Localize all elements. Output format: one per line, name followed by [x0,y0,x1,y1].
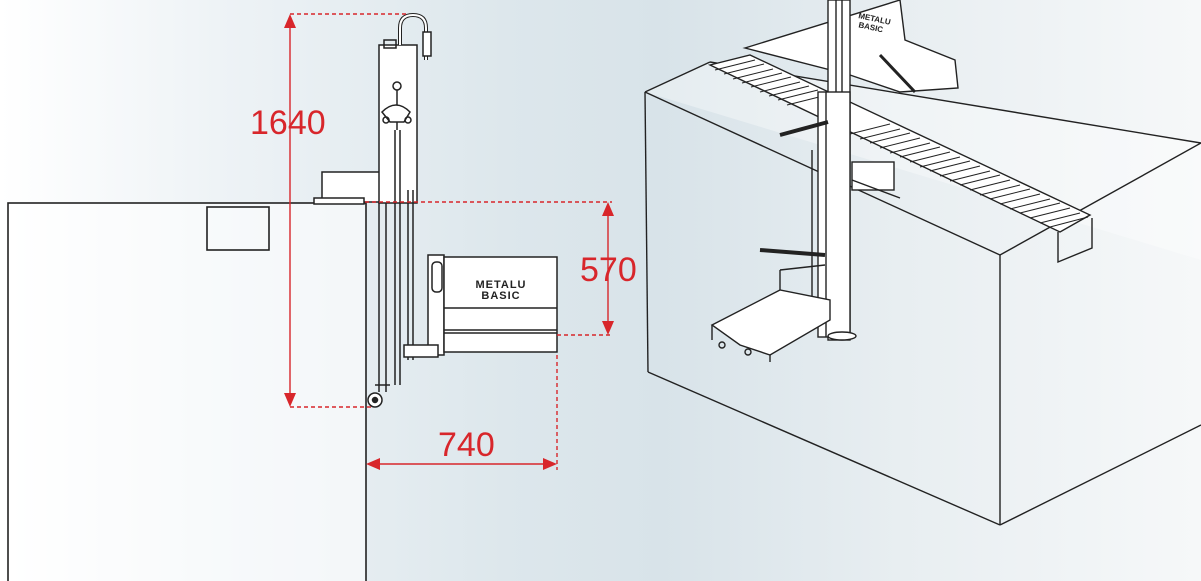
dimension-lines [284,13,614,470]
gutter-grate [714,59,1089,228]
pool-wall-elevation [7,202,367,581]
pool-basin [7,202,367,581]
seat-brand-line2: BASIC [481,290,520,302]
dimension-reach: 740 [438,426,495,464]
lift-side-view [313,12,558,408]
seat-brand-line1: METALU [475,279,526,291]
dimension-height-total: 1640 [250,104,326,142]
lift-isometric-view [644,0,1201,526]
dimension-height-seat: 570 [580,251,637,289]
skimmer-box [206,206,270,251]
